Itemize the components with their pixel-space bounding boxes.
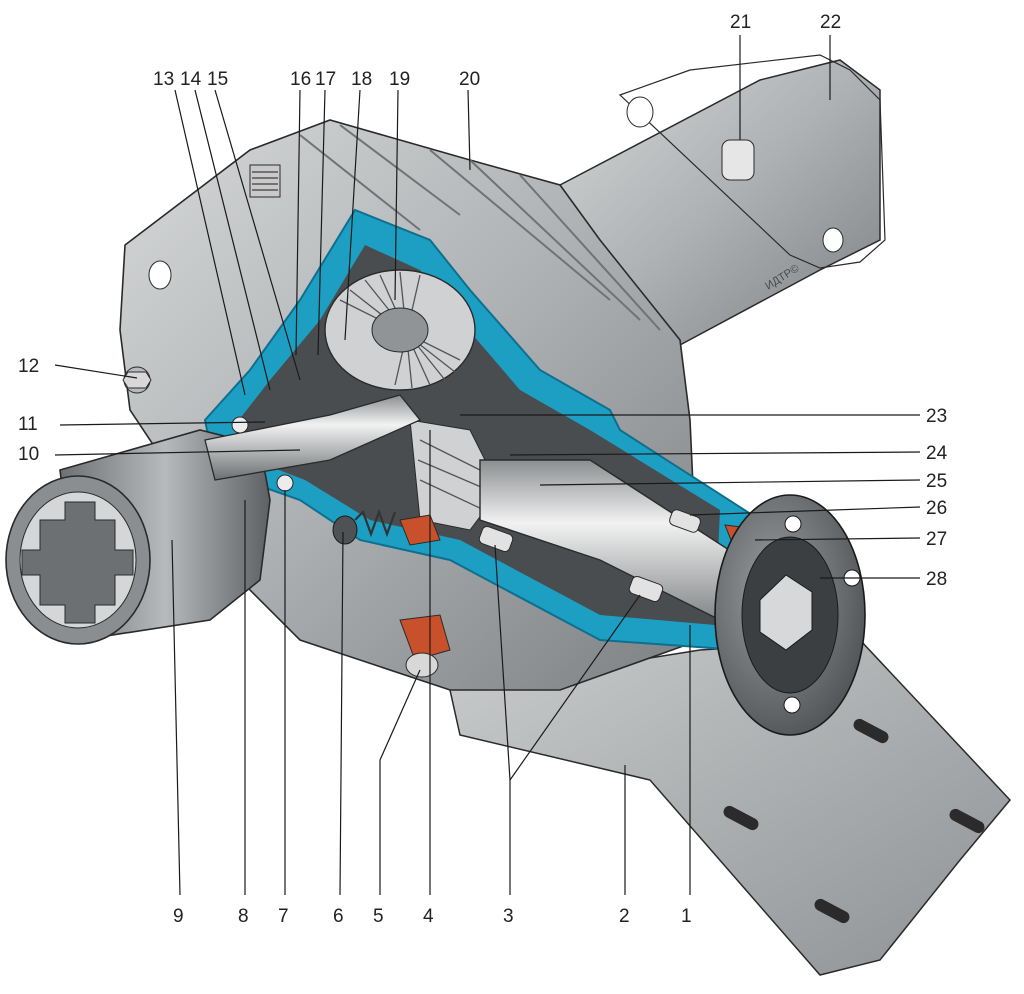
callout-10: 10 bbox=[18, 444, 39, 465]
callout-7: 7 bbox=[278, 906, 289, 927]
callout-12: 12 bbox=[18, 356, 39, 377]
leader-lines bbox=[54, 35, 921, 896]
callout-28: 28 bbox=[926, 569, 947, 590]
callout-24: 24 bbox=[926, 443, 948, 464]
callout-1: 1 bbox=[681, 906, 692, 927]
housing-bolt-hole bbox=[148, 260, 172, 290]
callout-3: 3 bbox=[503, 906, 514, 927]
mounting-bolt bbox=[122, 366, 152, 394]
callout-21: 21 bbox=[730, 12, 751, 33]
callout-16: 16 bbox=[290, 69, 311, 90]
pinion-bearing-inner bbox=[478, 525, 514, 553]
housing-ribs bbox=[299, 124, 661, 331]
callout-22: 22 bbox=[820, 12, 841, 33]
callout-27: 27 bbox=[926, 529, 947, 550]
callout-25: 25 bbox=[926, 471, 947, 492]
spring bbox=[332, 508, 397, 545]
callout-2: 2 bbox=[619, 906, 630, 927]
flange-hole-right bbox=[822, 227, 844, 253]
flange-nut bbox=[759, 574, 813, 651]
callout-14: 14 bbox=[180, 69, 202, 90]
callout-5: 5 bbox=[373, 906, 384, 927]
callout-20: 20 bbox=[459, 69, 480, 90]
callout-26: 26 bbox=[926, 498, 947, 519]
flange-hole-top bbox=[626, 96, 654, 128]
bracket-slots bbox=[723, 718, 985, 924]
callout-15: 15 bbox=[207, 69, 228, 90]
filler-plug bbox=[249, 164, 281, 198]
output-sleeve bbox=[5, 429, 271, 645]
output-flange bbox=[714, 494, 866, 736]
callout-11: 11 bbox=[18, 414, 38, 435]
callout-17: 17 bbox=[315, 69, 336, 90]
breather-plug bbox=[721, 139, 755, 181]
ring-gear bbox=[324, 269, 476, 391]
callout-19: 19 bbox=[389, 69, 410, 90]
callout-6: 6 bbox=[333, 906, 344, 927]
callout-4: 4 bbox=[423, 906, 434, 927]
callout-8: 8 bbox=[238, 906, 249, 927]
axle-bearing-left bbox=[231, 416, 294, 492]
callout-23: 23 bbox=[926, 406, 947, 427]
callout-18: 18 bbox=[351, 69, 372, 90]
callout-9: 9 bbox=[173, 906, 184, 927]
callout-13: 13 bbox=[153, 69, 174, 90]
callout-labels: 1 2 3 4 5 6 7 8 9 10 11 12 13 14 15 16 1… bbox=[18, 12, 948, 927]
left-axle-shaft bbox=[204, 394, 422, 481]
extension-flange bbox=[618, 54, 886, 269]
